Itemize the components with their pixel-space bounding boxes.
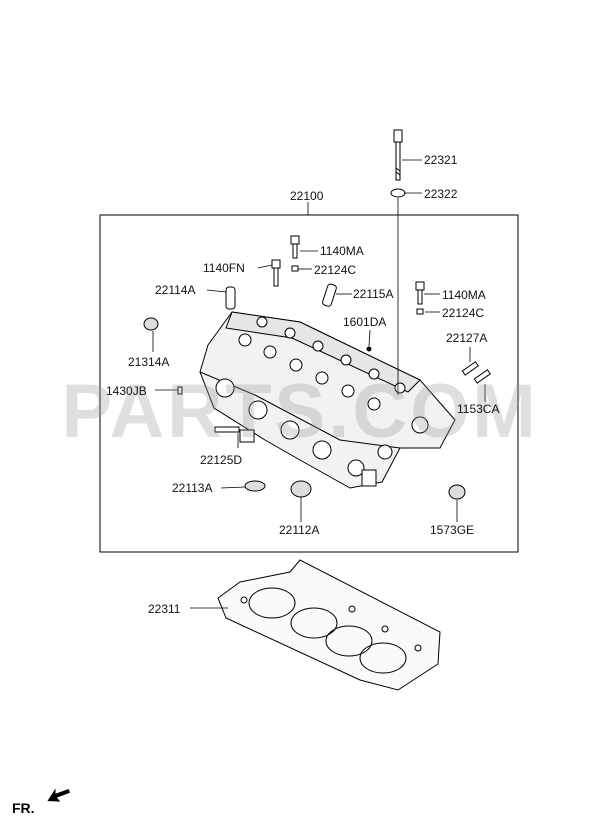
plug-1601da: [366, 346, 372, 352]
dowel-22114a: [225, 286, 236, 310]
label-22114a: 22114A: [155, 283, 196, 297]
bolt-1140ma-top: [290, 235, 300, 272]
label-22112a: 22112A: [279, 523, 320, 537]
bolt-1140fn: [271, 259, 281, 287]
label-1430jb: 1430JB: [106, 384, 147, 398]
cylinder-head: [199, 311, 456, 489]
label-1153ca: 1153CA: [457, 402, 500, 416]
seal-22112a: [290, 480, 312, 498]
studs-22127a: [461, 361, 491, 384]
bolt-1140ma-right: [415, 281, 425, 315]
label-1140fn: 1140FN: [203, 261, 245, 275]
label-22127a: 22127A: [446, 331, 488, 345]
head-gasket: [217, 559, 441, 691]
dowel-22115a: [322, 283, 337, 307]
label-22115a: 22115A: [353, 287, 394, 301]
head-bolt: [393, 129, 403, 181]
label-1140ma-right: 1140MA: [442, 288, 486, 302]
label-22100: 22100: [290, 189, 324, 203]
plug-21314a: [143, 317, 159, 331]
label-21314a: 21314A: [128, 355, 170, 369]
bolt-washer: [390, 188, 406, 198]
assembly-frame: [99, 214, 519, 553]
label-1573ge: 1573GE: [430, 523, 475, 537]
label-22322: 22322: [424, 187, 458, 201]
label-22124c-right: 22124C: [442, 306, 485, 320]
label-1601da: 1601DA: [343, 315, 387, 329]
label-22311: 22311: [148, 602, 181, 616]
direction-label: FR.: [12, 800, 35, 816]
seal-1573ge: [448, 484, 466, 500]
label-1140ma-top: 1140MA: [320, 244, 364, 258]
label-22113a: 22113A: [172, 481, 213, 495]
watermark: PARTS.COM: [61, 369, 539, 454]
stud-22125d: [214, 426, 240, 433]
leader-lines: [152, 159, 486, 609]
front-arrow-icon: [47, 788, 70, 802]
label-22125d: 22125D: [200, 453, 243, 467]
pin-1430jb: [177, 386, 183, 395]
seal-22113a: [244, 480, 266, 492]
label-22124c-top: 22124C: [314, 263, 357, 277]
label-22321: 22321: [424, 153, 458, 167]
